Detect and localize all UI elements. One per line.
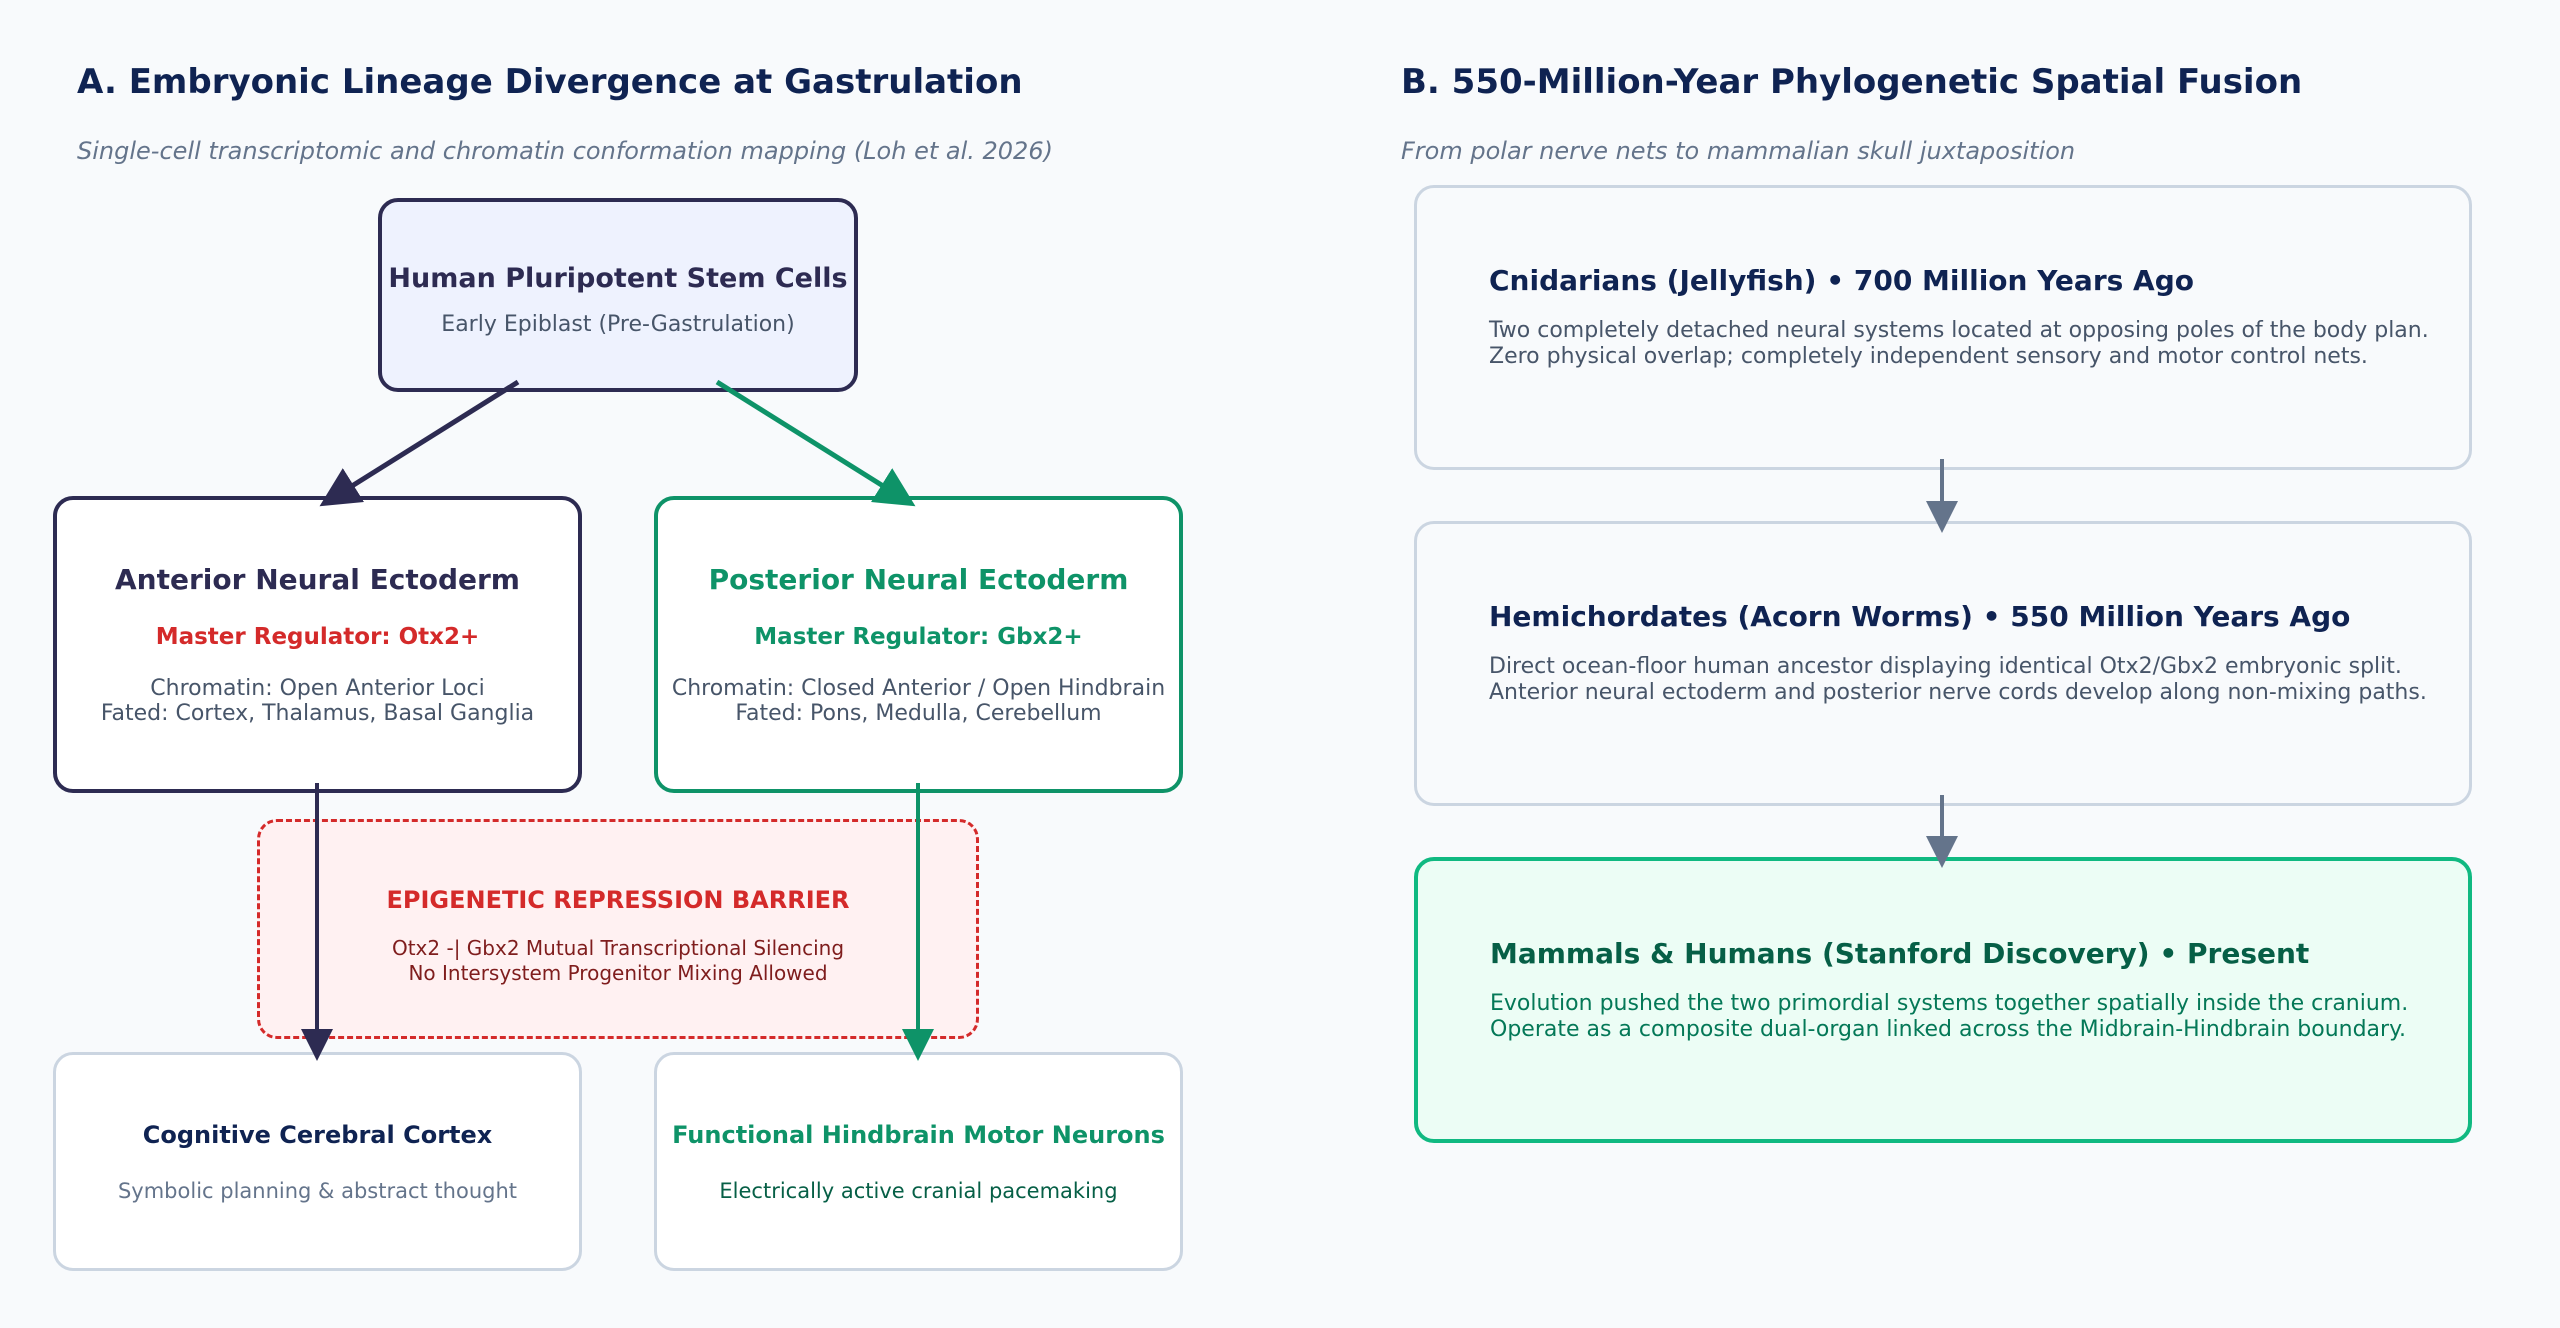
stage-card-cnidarians: Cnidarians (Jellyfish) • 700 Million Yea…: [1414, 185, 2472, 470]
hindbrain-neurons-box: Functional Hindbrain Motor Neurons Elect…: [654, 1052, 1183, 1271]
repression-barrier-box: EPIGENETIC REPRESSION BARRIER Otx2 -| Gb…: [257, 819, 979, 1039]
stage-desc-line: Zero physical overlap; completely indepe…: [1489, 344, 2368, 369]
stage-title-cnidarians: Cnidarians (Jellyfish) • 700 Million Yea…: [1489, 264, 2194, 297]
panel-a-subtitle: Single-cell transcriptomic and chromatin…: [77, 137, 1053, 165]
stage-title-hemichordates: Hemichordates (Acorn Worms) • 550 Millio…: [1489, 600, 2351, 633]
barrier-mixing-line: No Intersystem Progenitor Mixing Allowed: [408, 961, 828, 985]
anterior-ectoderm-box: Anterior Neural Ectoderm Master Regulato…: [53, 496, 582, 793]
cerebral-cortex-title: Cognitive Cerebral Cortex: [142, 1120, 493, 1149]
cerebral-cortex-subtitle: Symbolic planning & abstract thought: [117, 1178, 518, 1203]
posterior-fate-line: Fated: Pons, Medulla, Cerebellum: [735, 701, 1102, 726]
stage-title-mammals: Mammals & Humans (Stanford Discovery) • …: [1490, 937, 2310, 970]
stage-desc-line: Direct ocean-floor human ancestor displa…: [1489, 654, 2402, 679]
arrow-stem-to-posterior: [715, 379, 916, 507]
posterior-ectoderm-title: Posterior Neural Ectoderm: [708, 563, 1129, 596]
anterior-ectoderm-title: Anterior Neural Ectoderm: [115, 563, 520, 596]
stem-cells-subtitle: Early Epiblast (Pre-Gastrulation): [441, 312, 795, 337]
stage-desc-line: Anterior neural ectoderm and posterior n…: [1489, 680, 2427, 705]
barrier-silencing-line: Otx2 -| Gbx2 Mutual Transcriptional Sile…: [391, 936, 845, 960]
anterior-fate-line: Fated: Cortex, Thalamus, Basal Ganglia: [100, 701, 535, 726]
stem-cells-box: Human Pluripotent Stem Cells Early Epibl…: [378, 198, 858, 392]
stage-desc-line: Operate as a composite dual-organ linked…: [1490, 1017, 2406, 1042]
posterior-regulator: Master Regulator: Gbx2+: [754, 624, 1083, 650]
anterior-regulator: Master Regulator: Otx2+: [155, 624, 480, 650]
anterior-chromatin-line: Chromatin: Open Anterior Loci: [150, 676, 485, 701]
repression-barrier-title: EPIGENETIC REPRESSION BARRIER: [386, 886, 850, 914]
hindbrain-neurons-title: Functional Hindbrain Motor Neurons: [672, 1120, 1165, 1149]
posterior-chromatin-line: Chromatin: Closed Anterior / Open Hindbr…: [671, 676, 1166, 701]
arrow-stem-to-anterior: [319, 379, 520, 507]
panel-b-title: B. 550-Million-Year Phylogenetic Spatial…: [1401, 62, 2303, 102]
hindbrain-neurons-subtitle: Electrically active cranial pacemaking: [719, 1178, 1118, 1203]
stage-desc-line: Evolution pushed the two primordial syst…: [1490, 991, 2409, 1016]
stem-cells-title: Human Pluripotent Stem Cells: [388, 263, 848, 294]
stage-card-hemichordates: Hemichordates (Acorn Worms) • 550 Millio…: [1414, 521, 2472, 806]
panel-b-subtitle: From polar nerve nets to mammalian skull…: [1401, 137, 2076, 165]
panel-a-title: A. Embryonic Lineage Divergence at Gastr…: [77, 62, 1023, 102]
posterior-ectoderm-box: Posterior Neural Ectoderm Master Regulat…: [654, 496, 1183, 793]
stage-card-mammals: Mammals & Humans (Stanford Discovery) • …: [1414, 857, 2472, 1143]
cerebral-cortex-box: Cognitive Cerebral Cortex Symbolic plann…: [53, 1052, 582, 1271]
stage-desc-line: Two completely detached neural systems l…: [1489, 318, 2429, 343]
